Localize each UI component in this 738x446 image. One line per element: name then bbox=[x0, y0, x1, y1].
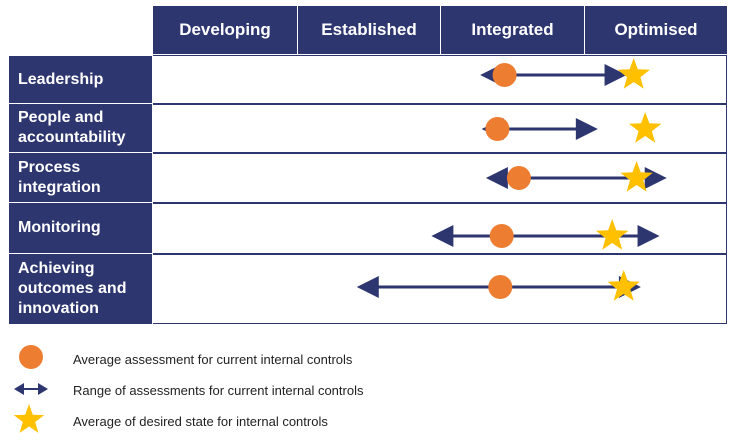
desired-state-star-4 bbox=[607, 270, 640, 301]
range-arrow-0-right-head bbox=[604, 64, 627, 86]
range-arrow-3-left-head bbox=[431, 225, 454, 247]
column-header-established: Established bbox=[298, 6, 440, 54]
desired-state-star-2 bbox=[620, 161, 653, 192]
row-label-achieving: Achieving outcomes and innovation bbox=[9, 254, 152, 324]
range-arrow-1-right-head bbox=[575, 118, 598, 140]
row-label-text: Leadership bbox=[18, 70, 104, 88]
current-average-marker-4 bbox=[488, 275, 513, 299]
range-arrow-2-right-head bbox=[644, 167, 667, 189]
row-area-achieving bbox=[153, 254, 727, 324]
legend-desired-text: Average of desired state for internal co… bbox=[73, 414, 328, 429]
range-arrow-3-right-head bbox=[637, 225, 660, 247]
row-label-process: Process integration bbox=[9, 153, 152, 202]
range-arrow-2-left-head bbox=[485, 167, 508, 189]
current-average-marker-3 bbox=[489, 224, 514, 248]
row-label-text: Process integration bbox=[18, 158, 101, 196]
row-label-leadership: Leadership bbox=[9, 56, 152, 103]
legend-star-icon bbox=[13, 404, 45, 433]
row-area-monitoring bbox=[153, 203, 727, 254]
legend-arrow-right-head bbox=[38, 383, 48, 395]
legend-circle-icon bbox=[19, 345, 43, 369]
legend-range-text: Range of assessments for current interna… bbox=[73, 383, 364, 398]
column-header-optimised: Optimised bbox=[585, 6, 727, 54]
current-average-marker-1 bbox=[485, 117, 510, 141]
row-label-text: Achieving outcomes and innovation bbox=[18, 260, 127, 317]
legend-arrow-left-head bbox=[14, 383, 24, 395]
current-average-marker-2 bbox=[506, 166, 531, 190]
row-area-process bbox=[153, 153, 727, 203]
row-label-text: People and accountability bbox=[18, 109, 126, 146]
current-average-marker-0 bbox=[492, 63, 517, 87]
desired-state-star-1 bbox=[629, 112, 662, 143]
legend-current-text: Average assessment for current internal … bbox=[73, 352, 353, 367]
row-label-text: Monitoring bbox=[18, 219, 101, 236]
column-header-integrated: Integrated bbox=[441, 6, 584, 54]
row-area-people bbox=[153, 104, 727, 153]
column-header-developing: Developing bbox=[153, 6, 297, 54]
row-label-monitoring: Monitoring bbox=[9, 203, 152, 253]
row-label-people: People and accountability bbox=[9, 104, 152, 152]
desired-state-star-0 bbox=[617, 58, 650, 89]
desired-state-star-3 bbox=[596, 219, 629, 250]
range-arrow-4-left-head bbox=[356, 276, 379, 298]
